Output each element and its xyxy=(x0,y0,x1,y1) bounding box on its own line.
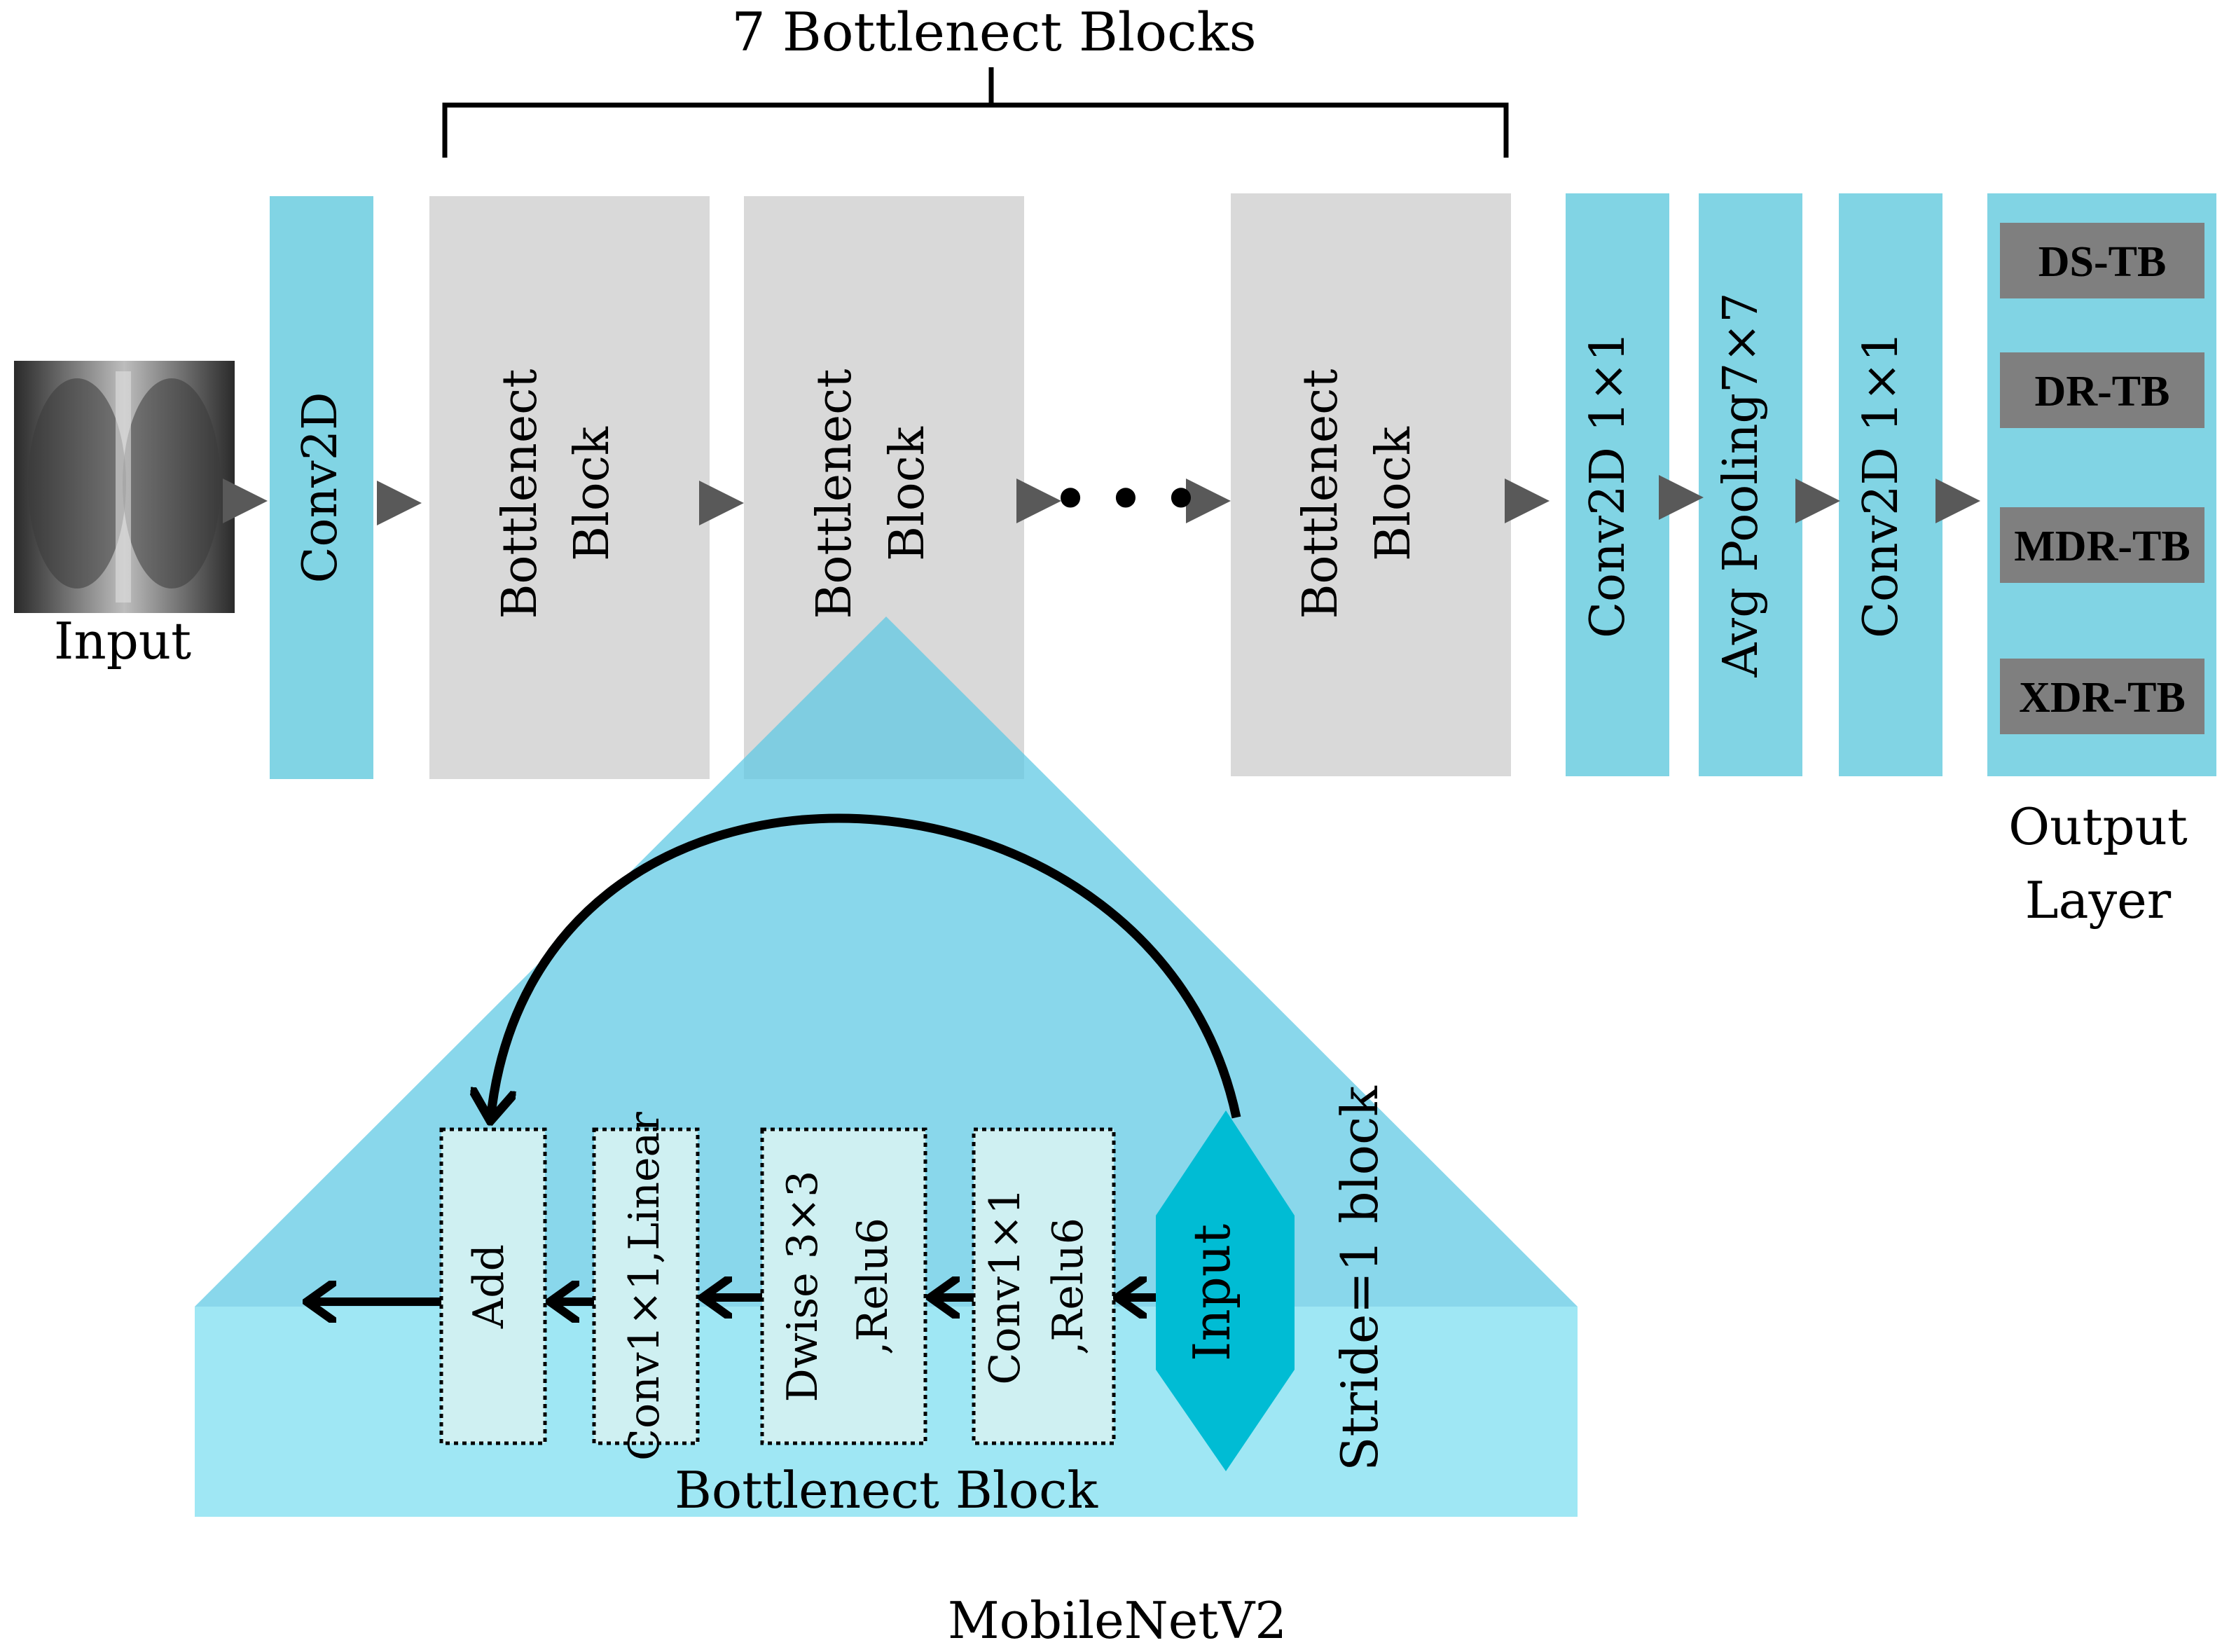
dwise-box xyxy=(760,1127,927,1445)
add-label: Add xyxy=(464,1244,513,1329)
footer-title: MobileNetV2 xyxy=(948,1591,1287,1650)
bottleneck-blocks-title: 7 Bottlenect Blocks xyxy=(731,1,1256,63)
inner-arrows xyxy=(307,1297,1156,1302)
add-box xyxy=(439,1127,547,1445)
dwise-label-line2: ,Relu6 xyxy=(848,1218,897,1355)
xray-input-image xyxy=(14,361,235,613)
avg-pooling-label: Avg Pooling7×7 xyxy=(1713,292,1769,677)
bottleneck-block-n xyxy=(1231,193,1511,776)
input-hexagon-label: Input xyxy=(1182,1224,1241,1361)
bottleneck-bracket xyxy=(442,67,1509,158)
dwise-label-line1: Dwise 3×3 xyxy=(778,1171,827,1403)
bottleneck-block-1-line2: Block xyxy=(565,426,620,561)
input-label: Input xyxy=(54,612,191,670)
class-label-ds-tb: DS-TB xyxy=(2038,238,2167,286)
conv2d-1x1-label-b: Conv2D 1×1 xyxy=(1854,331,1909,638)
skip-connection-arc xyxy=(490,813,1241,1121)
class-label-dr-tb: DR-TB xyxy=(2035,368,2170,415)
conv-linear-label: Conv1×1,Linear xyxy=(620,1112,669,1461)
conv2d-block xyxy=(270,196,373,779)
class-label-mdr-tb: MDR-TB xyxy=(2014,523,2190,570)
conv2d-1x1-label-a: Conv2D 1×1 xyxy=(1580,331,1636,638)
output-label-line2: Layer xyxy=(2025,871,2172,930)
bottleneck-block-2-line1: Bottlenect xyxy=(807,369,862,619)
avg-pooling-block xyxy=(1699,193,1802,776)
ellipsis-dots: • • • xyxy=(1052,467,1199,532)
conv-relu-box xyxy=(972,1127,1116,1445)
conv2d-1x1-block-b xyxy=(1839,193,1942,776)
class-box-dr-tb xyxy=(2000,352,2204,428)
class-box-ds-tb xyxy=(2000,223,2204,298)
conv-relu-label-line2: ,Relu6 xyxy=(1044,1218,1093,1355)
bottleneck-block-1 xyxy=(429,196,710,779)
conv2d-1x1-block-a xyxy=(1566,193,1669,776)
conv-relu-label-line1: Conv1×1 xyxy=(981,1188,1030,1384)
conv-linear-box xyxy=(592,1127,700,1445)
conv2d-label: Conv2D xyxy=(293,392,348,584)
input-hexagon xyxy=(1156,1110,1295,1471)
bottleneck-block-n-line1: Bottlenect xyxy=(1293,369,1348,619)
class-box-mdr-tb xyxy=(2000,507,2204,583)
bottleneck-block-caption: Bottlenect Block xyxy=(675,1461,1098,1520)
bottleneck-block-1-line1: Bottlenect xyxy=(492,369,548,619)
class-box-xdr-tb xyxy=(2000,659,2204,734)
class-label-xdr-tb: XDR-TB xyxy=(2019,674,2186,722)
bottleneck-block-2-line2: Block xyxy=(880,426,935,561)
stride-label: Stride=1 block xyxy=(1330,1085,1389,1471)
output-label-line1: Output xyxy=(2008,797,2188,856)
pipeline-arrows xyxy=(223,475,1980,525)
bottleneck-block-n-line2: Block xyxy=(1366,426,1421,561)
